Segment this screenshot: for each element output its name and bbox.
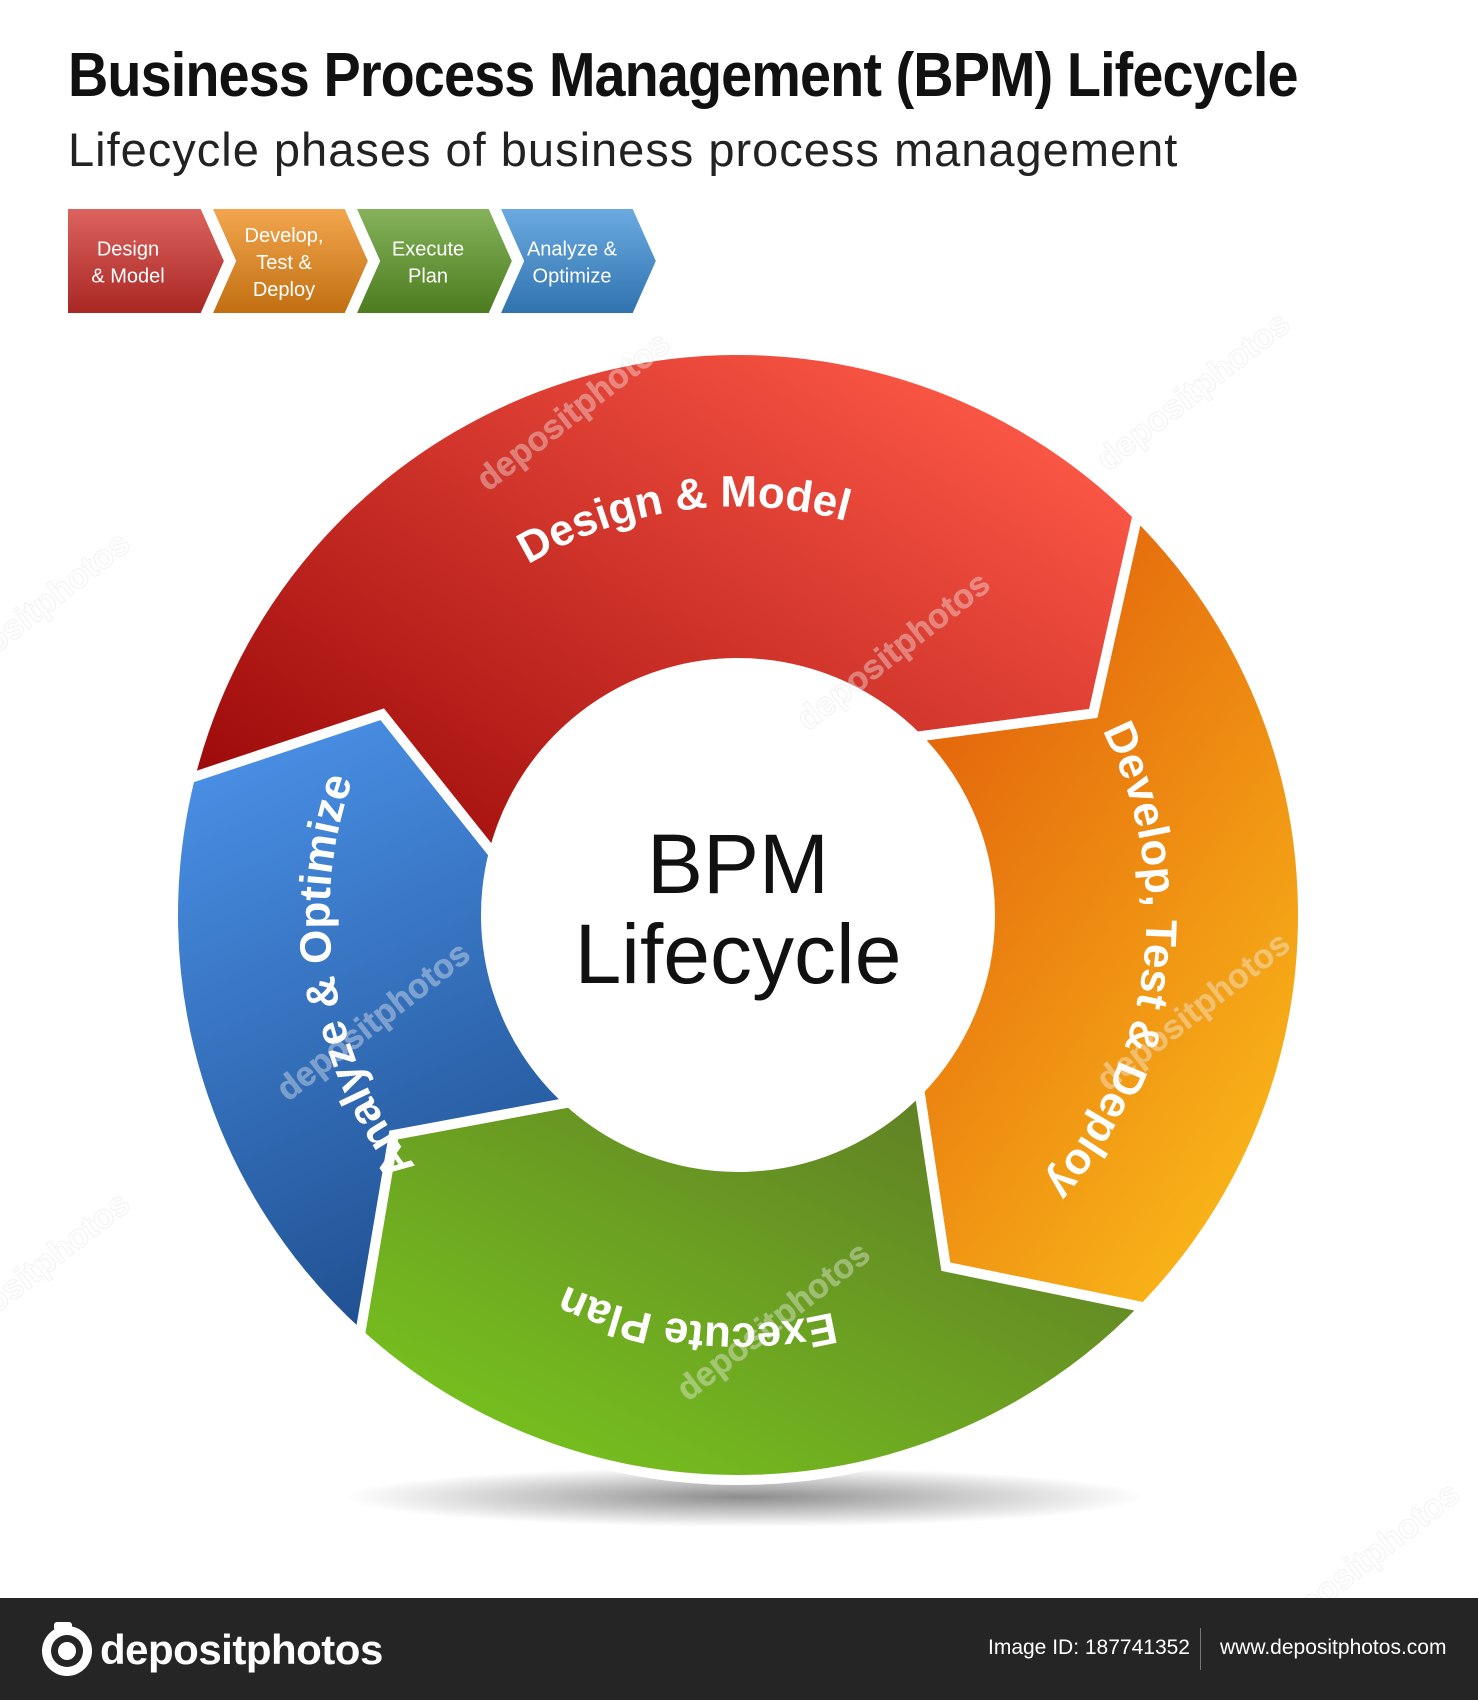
legend-chevron [494, 205, 661, 317]
legend-label: Execute [392, 239, 464, 261]
footer-divider [1200, 1628, 1201, 1670]
legend-chevron [350, 205, 517, 317]
footer-bar: depositphotos Image ID: 187741352 www.de… [0, 1598, 1478, 1700]
diagram-shadow [345, 1467, 1145, 1527]
legend-chevron [206, 205, 373, 317]
legend-label: Plan [408, 266, 448, 288]
legend-label: Deploy [253, 279, 315, 301]
lifecycle-segment [354, 1079, 1155, 1486]
legend-label: Develop, [245, 225, 324, 247]
bpm-lifecycle-diagram: Design & Model Develop, Test & Deploy Execute… [64, 205, 1308, 1527]
legend-label: & Model [91, 266, 164, 288]
center-circle [490, 667, 986, 1163]
lifecycle-segment [905, 505, 1308, 1313]
lifecycle-segment [168, 708, 581, 1345]
legend-label: Test & [256, 252, 312, 274]
legend-label: Analyze & [527, 239, 618, 261]
legend-label: Design [97, 239, 159, 261]
lifecycle-segment [182, 345, 1143, 866]
phase-legend: Design & Model Develop, Test & Deploy Execute… [64, 205, 661, 317]
footer-url-link[interactable]: www.depositphotos.com [1220, 1636, 1447, 1659]
page-title: Business Process Management (BPM) Lifecy… [68, 41, 1299, 110]
image-id-label: Image ID: 187741352 [988, 1636, 1190, 1659]
legend-chevron [64, 205, 229, 317]
page-subtitle: Lifecycle phases of business process man… [68, 123, 1179, 176]
footer-brand[interactable]: depositphotos [100, 1626, 383, 1673]
center-title: Lifecycle [575, 907, 902, 1001]
center-title: BPM [647, 817, 829, 911]
legend-label: Optimize [533, 266, 612, 288]
camera-logo-icon [42, 1622, 92, 1676]
